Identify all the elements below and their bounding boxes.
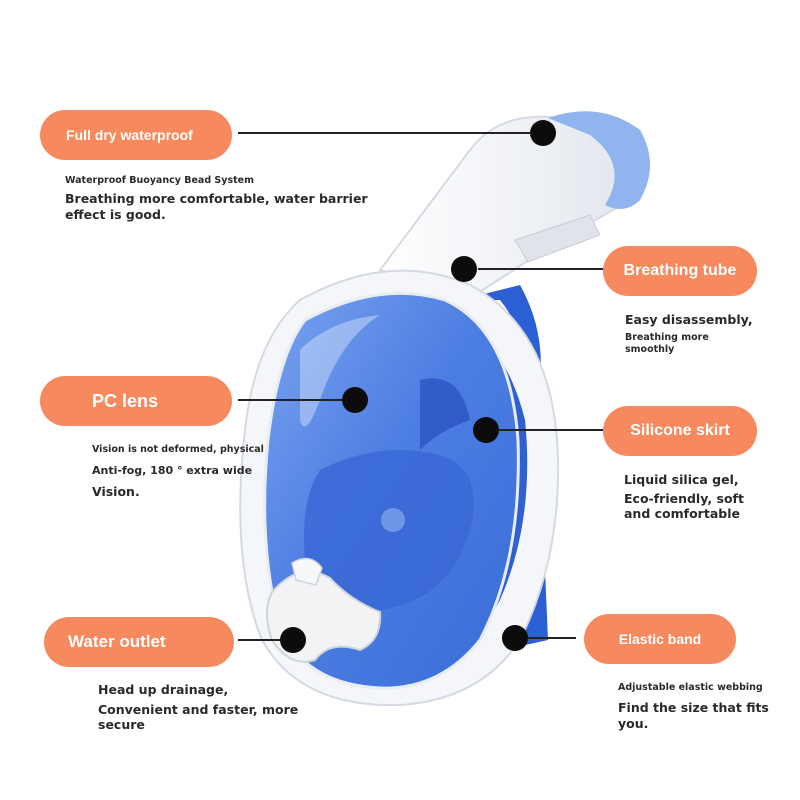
desc-line: Head up drainage, (98, 682, 229, 697)
head-strap (460, 285, 541, 380)
desc-line: Breathing more comfortable, water barrie… (65, 190, 368, 206)
inner-strap-shadow (420, 378, 470, 450)
callout-dot-pc-lens (342, 387, 368, 413)
tube-tip (548, 111, 650, 209)
desc-line: Vision. (92, 483, 140, 499)
tube-vent (514, 214, 601, 263)
lens-highlight (300, 315, 380, 427)
desc-line: Adjustable elastic webbing (618, 682, 763, 693)
desc-line: Easy disassembly, (625, 312, 753, 327)
pill-full-dry-waterproof: Full dry waterproof (40, 110, 232, 160)
desc-elastic-band: Adjustable elastic webbing Find the size… (618, 682, 769, 731)
valve-top (291, 557, 323, 586)
valve-mark (381, 508, 405, 532)
pill-pc-lens: PC lens (40, 376, 232, 426)
desc-line: effect is good. (65, 206, 166, 222)
desc-line: Convenient and faster, more (98, 701, 299, 717)
leader-water-outlet (238, 639, 282, 641)
leader-full-dry (238, 132, 530, 134)
desc-line: smoothly (625, 343, 675, 355)
desc-line: Breathing more (625, 331, 709, 343)
desc-line: secure (98, 717, 145, 733)
desc-line: Eco-friendly, soft (624, 490, 744, 506)
desc-line: Liquid silica gel, (624, 472, 739, 487)
callout-dot-breathing-tube (451, 256, 477, 282)
leader-silicone-skirt (498, 429, 604, 431)
desc-pc-lens: Vision is not deformed, physical Anti-fo… (92, 444, 264, 499)
leader-pc-lens (238, 399, 344, 401)
pill-water-outlet: Water outlet (44, 617, 234, 667)
pill-silicone-skirt: Silicone skirt (603, 406, 757, 456)
desc-line: Waterproof Buoyancy Bead System (65, 175, 255, 186)
desc-line: and comfortable (624, 506, 740, 522)
desc-line: Anti-fog, 180 ° extra wide (92, 463, 253, 477)
callout-dot-water-outlet (280, 627, 306, 653)
desc-breathing-tube: Easy disassembly, Breathing more smoothl… (625, 312, 753, 355)
pill-breathing-tube: Breathing tube (603, 246, 757, 296)
leader-breathing-tube (478, 268, 604, 270)
callout-dot-elastic-band (502, 625, 528, 651)
desc-full-dry: Waterproof Buoyancy Bead System Breathin… (65, 175, 368, 222)
callout-dot-full-dry (530, 120, 556, 146)
callout-dot-silicone-skirt (473, 417, 499, 443)
desc-line: Find the size that fits (618, 699, 769, 715)
leader-elastic-band (528, 637, 576, 639)
pill-elastic-band: Elastic band (584, 614, 736, 664)
desc-line: Vision is not deformed, physical (92, 444, 264, 455)
desc-silicone-skirt: Liquid silica gel, Eco-friendly, soft an… (624, 472, 744, 522)
desc-line: you. (618, 715, 649, 731)
desc-water-outlet: Head up drainage, Convenient and faster,… (98, 682, 298, 733)
